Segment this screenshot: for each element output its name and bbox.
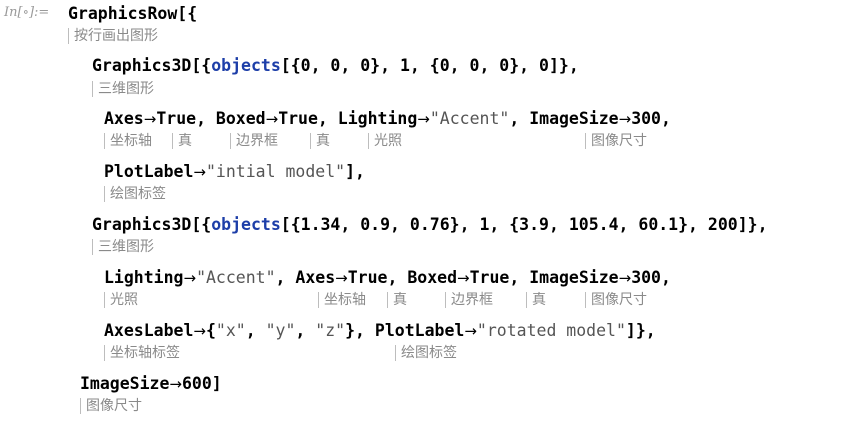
annotation-true: 真: [310, 133, 330, 149]
axis-label-x: "x": [215, 321, 246, 340]
axis-label-z: "z": [315, 321, 346, 340]
rule-arrow-icon: →: [464, 322, 477, 340]
imagesize-value: 600]: [181, 374, 222, 393]
lighting-option: True, Lighting: [278, 109, 418, 128]
open-brace: {: [205, 321, 216, 340]
annotation-plotlabel: 绘图标签: [104, 186, 166, 202]
rule-arrow-icon: →: [193, 322, 206, 340]
axeslabel-option: AxesLabel: [104, 321, 194, 340]
rule-arrow-icon: →: [335, 269, 348, 287]
plotlabel-value: "intial model": [205, 162, 346, 181]
close-bracket: ]},: [625, 321, 656, 340]
annotation-boxed: 边界框: [445, 292, 493, 308]
objects-args: [{0, 0, 0}, 1, {0, 0, 0}, 0]},: [280, 56, 579, 75]
rule-arrow-icon: →: [265, 110, 279, 128]
imagesize-value: 300,: [631, 109, 671, 128]
code-line-5[interactable]: Graphics3D[{objects[{1.34, 0.9, 0.76}, 1…: [92, 215, 768, 235]
annotation-graphics3d: 三维图形: [92, 239, 154, 255]
graphics3d-call: Graphics3D[{: [92, 56, 212, 75]
objects-function: objects: [211, 215, 281, 234]
code-line-3[interactable]: Axes→True, Boxed→True, Lighting→"Accent"…: [104, 109, 671, 129]
code-line-7[interactable]: AxesLabel→{"x", "y", "z"}, PlotLabel→"ro…: [104, 321, 656, 341]
plotlabel-value: "rotated model": [476, 321, 626, 340]
annotation-true: 真: [172, 133, 192, 149]
annotation-plotlabel: 绘图标签: [395, 345, 457, 361]
rule-arrow-icon: →: [417, 110, 430, 128]
plotlabel-option: }, PlotLabel: [345, 321, 465, 340]
imagesize-option: ImageSize: [80, 374, 170, 393]
plotlabel-option: PlotLabel: [104, 162, 194, 181]
boxed-option: True, Boxed: [347, 268, 458, 287]
rule-arrow-icon: →: [143, 110, 157, 128]
annotation-axes: 坐标轴: [104, 133, 152, 149]
imagesize-option: , ImageSize: [509, 109, 619, 128]
graphicsrow-call: GraphicsRow[{: [68, 4, 198, 23]
axes-option: , Axes: [275, 268, 336, 287]
rule-arrow-icon: →: [193, 163, 206, 181]
annotation-axeslabel: 坐标轴标签: [104, 345, 180, 361]
axis-label-y: "y": [265, 321, 296, 340]
code-line-8[interactable]: ImageSize→600]: [80, 374, 222, 394]
rule-arrow-icon: →: [618, 110, 632, 128]
annotation-true: 真: [526, 292, 546, 308]
lighting-value: "Accent": [196, 268, 276, 287]
annotation-lighting: 光照: [104, 292, 138, 308]
objects-args: [{1.34, 0.9, 0.76}, 1, {3.9, 105.4, 60.1…: [280, 215, 768, 234]
lighting-option: Lighting: [104, 268, 184, 287]
annotation-imagesize: 图像尺寸: [80, 398, 142, 414]
annotation-imagesize: 图像尺寸: [585, 292, 647, 308]
imagesize-value: 300,: [631, 268, 671, 287]
code-line-6[interactable]: Lighting→"Accent", Axes→True, Boxed→True…: [104, 268, 671, 288]
separator: ,: [295, 321, 316, 340]
annotation-boxed: 边界框: [230, 133, 278, 149]
rule-arrow-icon: →: [457, 269, 470, 287]
code-line-4[interactable]: PlotLabel→"intial model"],: [104, 162, 365, 182]
annotation-true: 真: [387, 292, 407, 308]
annotation-imagesize: 图像尺寸: [585, 133, 647, 149]
annotation-graphics3d: 三维图形: [92, 81, 154, 97]
close-bracket: ],: [345, 162, 365, 181]
code-line-1[interactable]: GraphicsRow[{: [68, 4, 197, 24]
boxed-option: True, Boxed: [156, 109, 266, 128]
lighting-value: "Accent": [429, 109, 510, 128]
annotation-lighting: 光照: [368, 133, 402, 149]
axes-option: Axes: [104, 109, 144, 128]
objects-function: objects: [211, 56, 281, 75]
separator: ,: [245, 321, 266, 340]
imagesize-option: True, ImageSize: [469, 268, 619, 287]
rule-arrow-icon: →: [618, 269, 632, 287]
annotation-axes: 坐标轴: [318, 292, 366, 308]
annotation-graphicsrow: 按行画出图形: [68, 28, 158, 44]
cell-input-label: In[∘]:=: [4, 5, 50, 20]
rule-arrow-icon: →: [183, 269, 197, 287]
rule-arrow-icon: →: [169, 375, 182, 393]
graphics3d-call: Graphics3D[{: [92, 215, 212, 234]
code-line-2[interactable]: Graphics3D[{objects[{0, 0, 0}, 1, {0, 0,…: [92, 56, 579, 76]
